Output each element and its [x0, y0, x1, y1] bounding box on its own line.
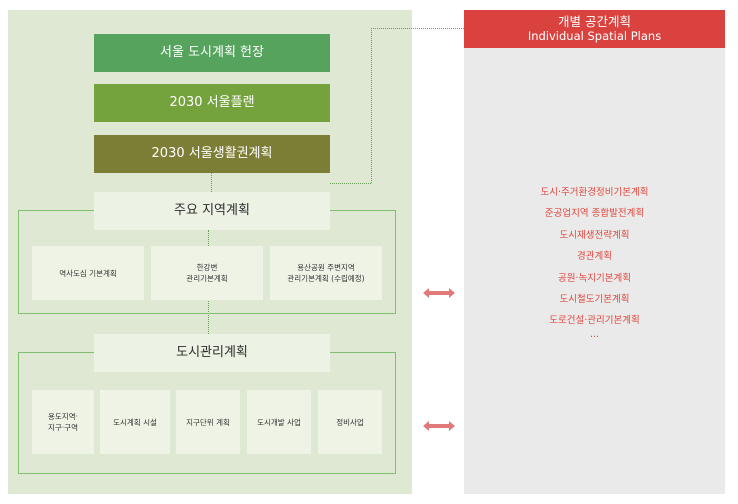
spatial-plan-ellipsis: ··· — [589, 331, 600, 343]
spatial-plans-list: 도시·주거환경정비기본계획 준공업지역 종합발전계획 도시재생전략계획 경관계획… — [464, 182, 725, 344]
connector-line — [211, 170, 212, 192]
living-area-plan-bar: 2030 서울생활권계획 — [94, 135, 330, 173]
urban-mgmt-item: 지구단위 계획 — [176, 390, 240, 454]
spatial-plan-item: 도시·주거환경정비기본계획 — [540, 187, 649, 198]
regional-item: 용산공원 주변지역 관리기본계획 (수립예정) — [270, 246, 382, 300]
regional-plans-title: 주요 지역계획 — [94, 192, 330, 230]
spatial-plan-item: 경관계획 — [577, 251, 612, 263]
spatial-plan-item: 공원·녹지기본계획 — [558, 272, 631, 284]
spatial-plan-item: 도시철도기본계획 — [559, 293, 630, 305]
regional-item: 한강변 관리기본계획 — [151, 246, 263, 300]
urban-mgmt-title: 도시관리계획 — [94, 334, 330, 372]
connector-line — [371, 28, 372, 183]
spatial-title-ko: 개별 공간계획 — [558, 14, 631, 29]
seoul-plan-bar: 2030 서울플랜 — [94, 84, 330, 122]
connector-line — [330, 183, 371, 184]
double-arrow-icon — [423, 421, 455, 431]
charter-bar: 서울 도시계획 헌장 — [94, 34, 330, 72]
spatial-plan-item: 도시재생전략계획 — [559, 229, 630, 241]
spatial-plans-panel — [464, 10, 725, 494]
regional-item: 역사도심 기본계획 — [32, 246, 144, 300]
urban-mgmt-item: 정비사업 — [318, 390, 382, 454]
urban-mgmt-item: 도시계획 시설 — [100, 390, 170, 454]
urban-mgmt-item: 도시개발 사업 — [247, 390, 311, 454]
spatial-plan-item: 도로건설·관리기본계획 — [549, 315, 640, 327]
urban-mgmt-item: 용도지역· 지구·구역 — [32, 390, 94, 454]
double-arrow-icon — [423, 288, 455, 298]
connector-line — [371, 28, 464, 29]
spatial-plans-header: 개별 공간계획 Individual Spatial Plans — [464, 10, 725, 48]
spatial-plan-item: 준공업지역 종합발전계획 — [544, 208, 645, 220]
spatial-title-en: Individual Spatial Plans — [527, 29, 662, 43]
